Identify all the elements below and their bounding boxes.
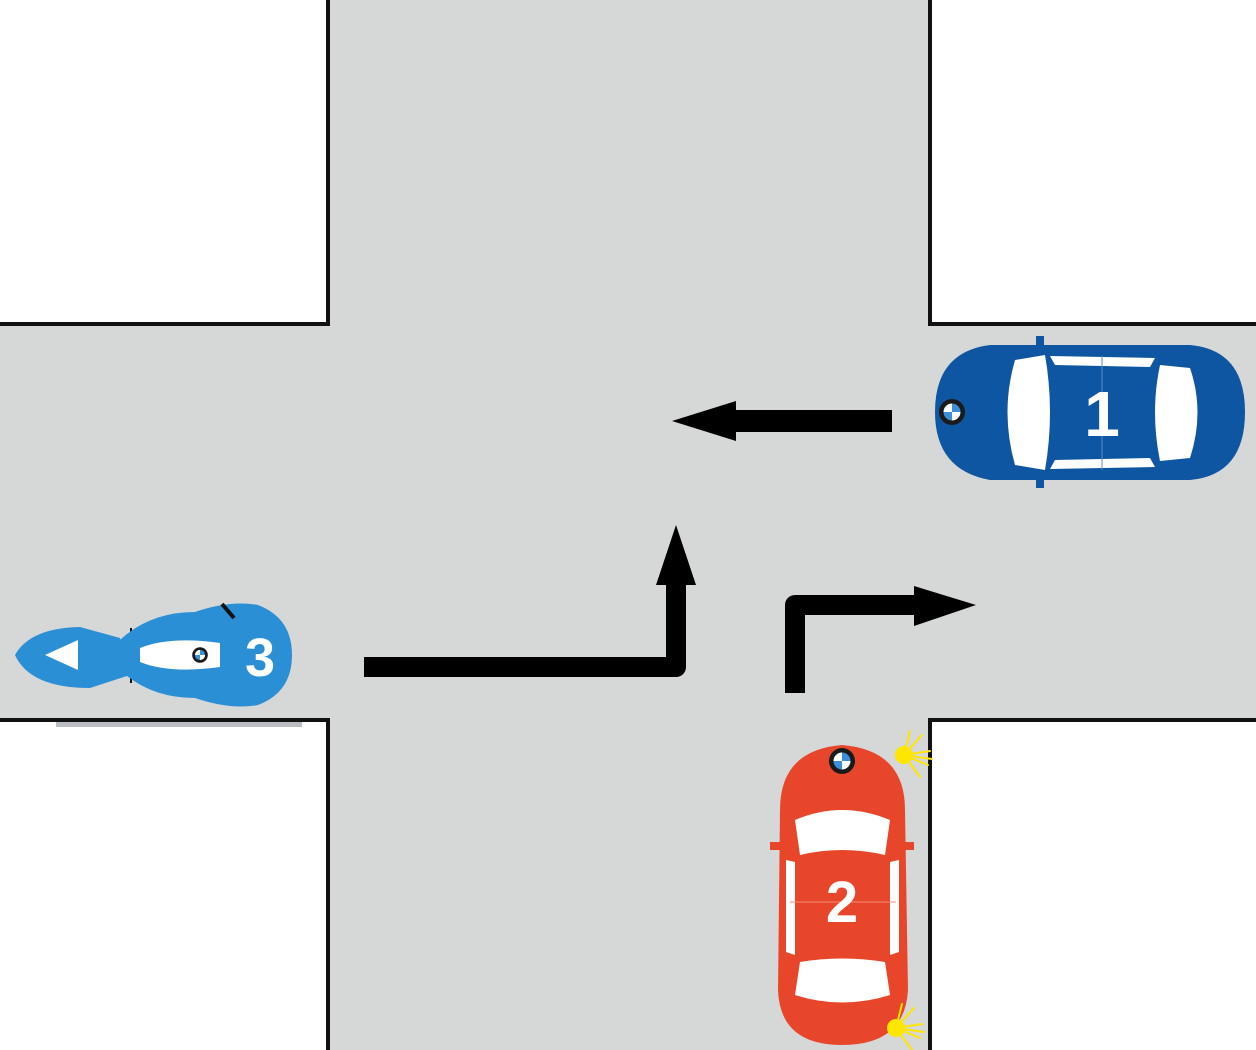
vehicle-1-car: 1 xyxy=(935,336,1245,488)
rear-window xyxy=(795,958,890,1003)
arrow-vehicle-3-left-turn xyxy=(364,525,696,677)
windshield xyxy=(1007,355,1050,470)
curb-bottom-left xyxy=(0,718,330,1050)
rear-window xyxy=(1155,365,1198,461)
windshield xyxy=(795,810,890,855)
vehicle-3-motorcycle: 3 xyxy=(15,602,302,727)
vehicle-3-number: 3 xyxy=(245,628,275,688)
vehicle-1-number: 1 xyxy=(1084,378,1120,450)
vehicle-2-car: 2 xyxy=(770,730,933,1050)
arrow-vehicle-2-right-turn xyxy=(785,586,976,693)
bmw-roundel-icon xyxy=(938,398,966,426)
bmw-roundel-icon xyxy=(828,747,856,775)
curb-top-right xyxy=(928,0,1256,326)
vehicle-2-number: 2 xyxy=(826,870,858,935)
bmw-roundel-icon xyxy=(191,646,209,664)
curb-top-left xyxy=(0,0,330,326)
arrow-vehicle-1-straight xyxy=(672,401,892,441)
path-arrows xyxy=(364,401,976,693)
curb-bottom-right xyxy=(928,718,1256,1050)
